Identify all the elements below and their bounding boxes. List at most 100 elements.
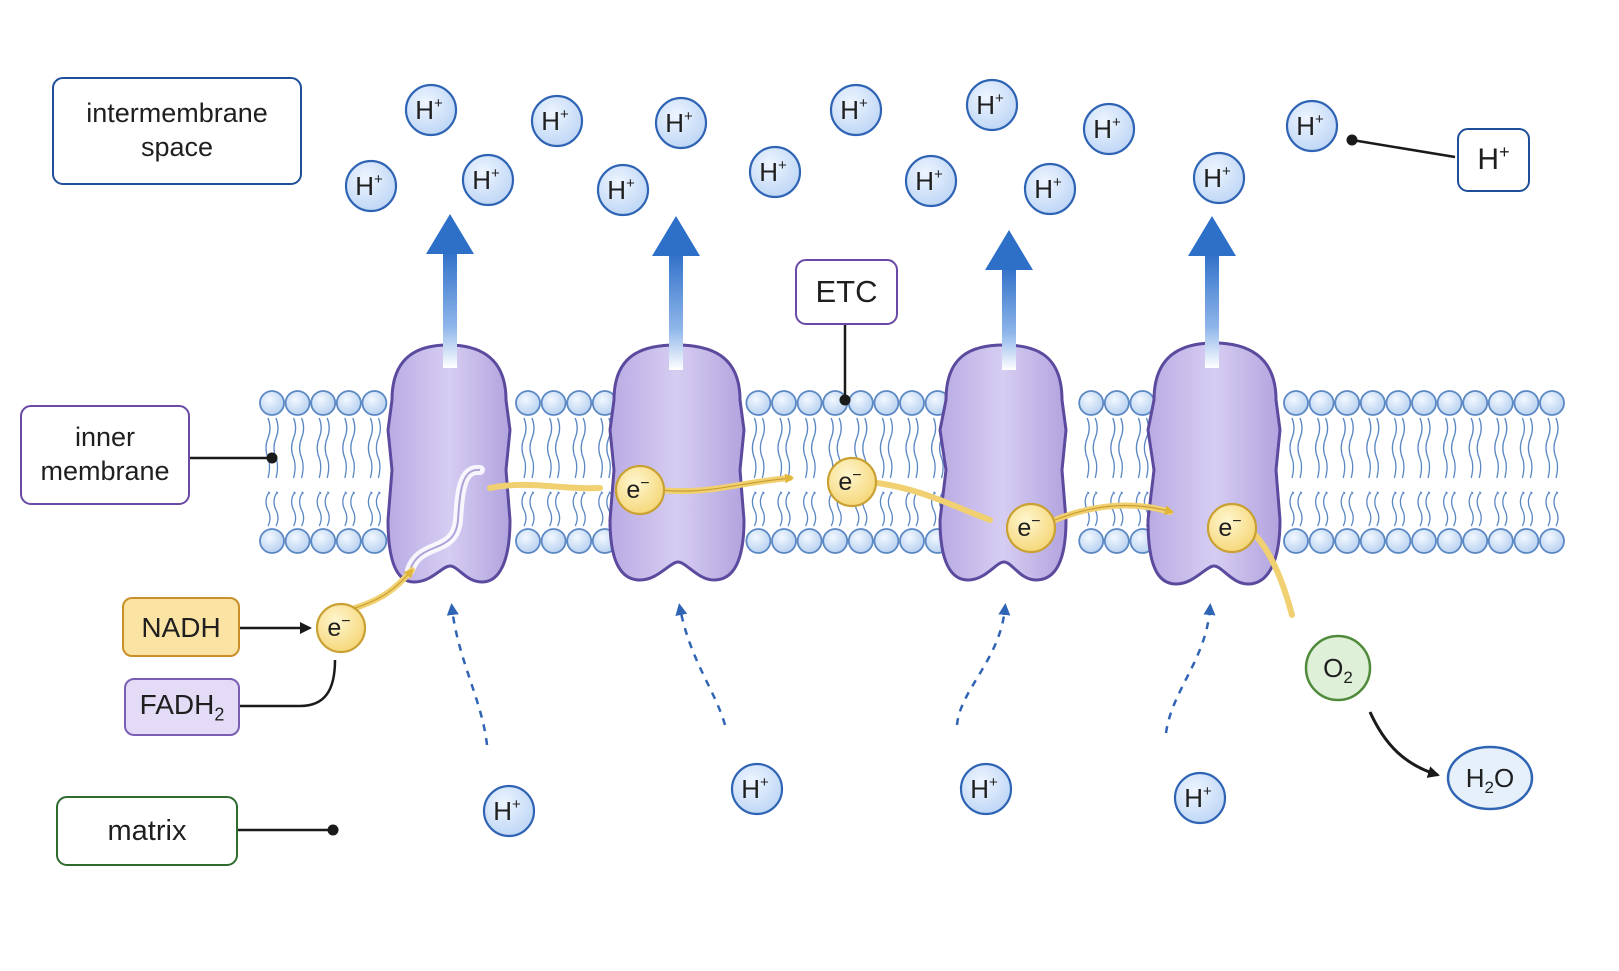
electron: e−	[315, 602, 367, 654]
electron-label: e−	[327, 613, 350, 642]
proton-label: H+	[976, 90, 1004, 120]
lipid-head	[873, 390, 900, 416]
lipid-head	[1513, 390, 1540, 416]
lipid-head	[1539, 390, 1565, 416]
proton: H+	[965, 78, 1019, 132]
proton: H+	[530, 94, 584, 148]
lipid-head	[745, 390, 772, 416]
lipid-head	[1078, 528, 1105, 554]
etc-label: ETC	[795, 259, 898, 325]
proton-label: H+	[355, 171, 383, 201]
lipid-head	[515, 528, 541, 554]
lipid-head	[1308, 390, 1335, 416]
lipid-head	[822, 528, 849, 554]
lipid-head	[1411, 390, 1437, 416]
proton: H+	[596, 163, 650, 217]
electron-label: e−	[1218, 513, 1241, 542]
electron-label: e−	[1017, 513, 1040, 542]
lipid-head	[1359, 528, 1386, 554]
nadh-label-text: NADH	[141, 611, 221, 643]
complex-4	[1146, 341, 1282, 586]
proton: H+	[959, 762, 1013, 816]
lipid-head	[847, 528, 874, 554]
proton-label: H+	[493, 796, 521, 826]
proton: H+	[1082, 102, 1136, 156]
proton-label: H+	[1203, 163, 1231, 193]
electrons: e− e− e− e− e−	[315, 456, 1258, 654]
lipid-head	[745, 528, 772, 554]
nadh-label: NADH	[122, 597, 240, 657]
lipid-head	[259, 390, 285, 416]
pump-arrow-2	[652, 216, 700, 370]
lipid-head	[1103, 528, 1130, 554]
lipid-head	[284, 390, 311, 416]
dashed-arrow-4	[1164, 603, 1216, 734]
proton-entry-arrows	[446, 603, 1216, 746]
proton-label: H+	[1184, 783, 1212, 813]
proton: H+	[1192, 151, 1246, 205]
lipid-head	[284, 528, 311, 554]
proton: H+	[1285, 99, 1339, 153]
h-plus-label-text: H	[1477, 143, 1500, 177]
complex-1	[386, 343, 512, 584]
pump-arrow-1	[426, 214, 474, 368]
lipid-head	[361, 390, 388, 416]
lipid-head	[847, 390, 874, 416]
etc-label-text: ETC	[815, 273, 878, 309]
proton: H+	[461, 153, 515, 207]
proton: H+	[829, 83, 883, 137]
dashed-arrow-2	[675, 603, 727, 726]
proton-pump-arrows	[426, 214, 1236, 370]
lipid-head	[1334, 528, 1361, 554]
proton: H+	[404, 83, 458, 137]
proton-label: H+	[970, 774, 998, 804]
lipid-head	[515, 390, 541, 416]
lipid-head	[335, 528, 362, 554]
lipid-head	[566, 390, 593, 416]
proton-label: H+	[1034, 174, 1062, 204]
proton-label: H+	[915, 166, 943, 196]
svg-text:H2O: H2O	[1466, 763, 1514, 797]
complex-2	[608, 343, 746, 582]
lipid-head	[1334, 390, 1361, 416]
electron-label: e−	[838, 467, 861, 496]
lipid-head	[771, 390, 797, 416]
lipid-head	[1385, 390, 1412, 416]
electron-label: e−	[626, 475, 649, 504]
matrix-label: matrix	[56, 796, 238, 866]
inner-membrane-label-line2: membrane	[40, 456, 170, 486]
fadh2-label-sub: 2	[214, 705, 225, 726]
proton: H+	[344, 159, 398, 213]
label-connectors	[190, 134, 1456, 836]
oxygen-to-water-arrow	[1368, 711, 1440, 778]
dashed-arrow-3	[955, 603, 1011, 726]
proton-label: H+	[472, 165, 500, 195]
h-plus-label-sup: +	[1499, 142, 1510, 163]
lipid-head	[1283, 390, 1309, 416]
proton-label: H+	[759, 157, 787, 187]
proton: H+	[730, 762, 784, 816]
lipid-head	[540, 528, 567, 554]
proton-label: H+	[665, 108, 693, 138]
lipid-head	[1078, 390, 1105, 416]
proton: H+	[654, 96, 708, 150]
lipid-head	[899, 390, 925, 416]
lipid-head	[1436, 390, 1463, 416]
proton-label: H+	[741, 774, 769, 804]
matrix-label-text: matrix	[107, 814, 187, 847]
proton: H+	[1173, 771, 1227, 825]
lipid-head	[361, 528, 388, 554]
oxygen-molecule: O2	[1304, 634, 1372, 702]
h-plus-label: H+	[1457, 128, 1530, 192]
inner-membrane-label-line1: inner	[74, 422, 136, 453]
lipid-head	[1436, 528, 1463, 554]
water-molecule: H2O	[1446, 745, 1534, 811]
lipid-head	[1487, 528, 1514, 554]
electron: e−	[826, 456, 878, 508]
lipid-head	[1103, 390, 1130, 416]
lipid-head	[1513, 528, 1540, 554]
electron-path-3-4	[867, 479, 993, 523]
lipid-head	[796, 390, 823, 416]
